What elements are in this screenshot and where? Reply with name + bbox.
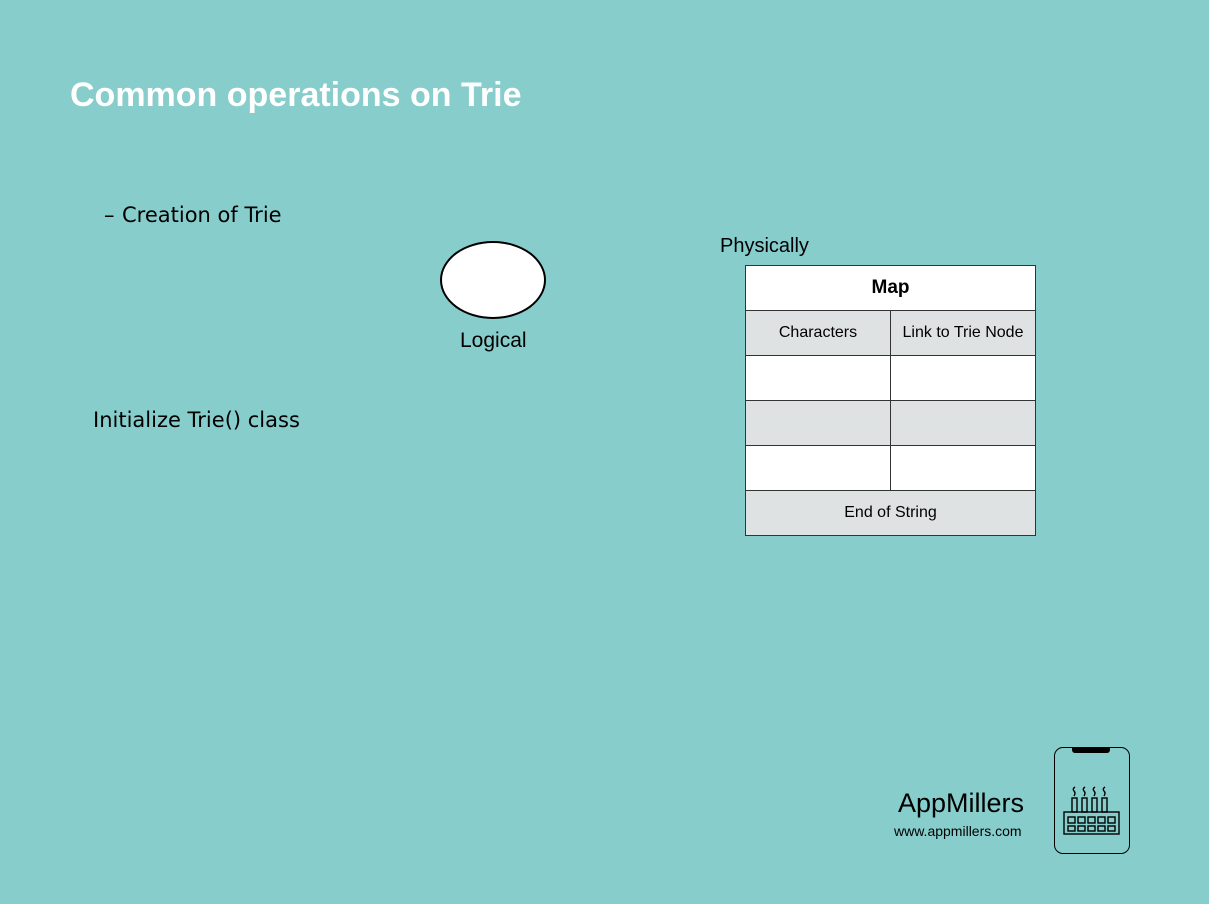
- phone-factory-icon: [1054, 747, 1130, 854]
- table-row: [745, 400, 1036, 446]
- end-of-string: End of String: [745, 490, 1036, 536]
- table-cell: [890, 400, 1036, 446]
- columns-row: Characters Link to Trie Node: [745, 310, 1036, 356]
- slide-title: Common operations on Trie: [70, 76, 522, 114]
- footer-row: End of String: [745, 490, 1036, 536]
- map-table: Map Characters Link to Trie Node End of …: [745, 265, 1036, 536]
- table-cell: [890, 445, 1036, 491]
- table-cell: [745, 445, 891, 491]
- bullet-dash: –: [104, 203, 115, 227]
- factory-icon: [1063, 786, 1120, 835]
- column-characters: Characters: [745, 310, 891, 356]
- bullet-creation-of-trie: –Creation of Trie: [104, 203, 282, 227]
- table-cell: [890, 355, 1036, 401]
- brand-name: AppMillers: [898, 788, 1025, 818]
- brand-url: www.appmillers.com: [894, 823, 1022, 839]
- initialize-text: Initialize Trie() class: [93, 408, 300, 432]
- table-cell: [745, 355, 891, 401]
- column-link: Link to Trie Node: [890, 310, 1036, 356]
- table-row: [745, 445, 1036, 491]
- map-header: Map: [745, 265, 1036, 311]
- trie-node-oval: [440, 241, 546, 319]
- logical-label: Logical: [460, 329, 527, 352]
- bullet-text: Creation of Trie: [122, 203, 282, 227]
- physically-label: Physically: [720, 235, 809, 257]
- table-cell: [745, 400, 891, 446]
- phone-notch: [1072, 748, 1110, 753]
- table-row: [745, 355, 1036, 401]
- map-header-row: Map: [745, 265, 1036, 311]
